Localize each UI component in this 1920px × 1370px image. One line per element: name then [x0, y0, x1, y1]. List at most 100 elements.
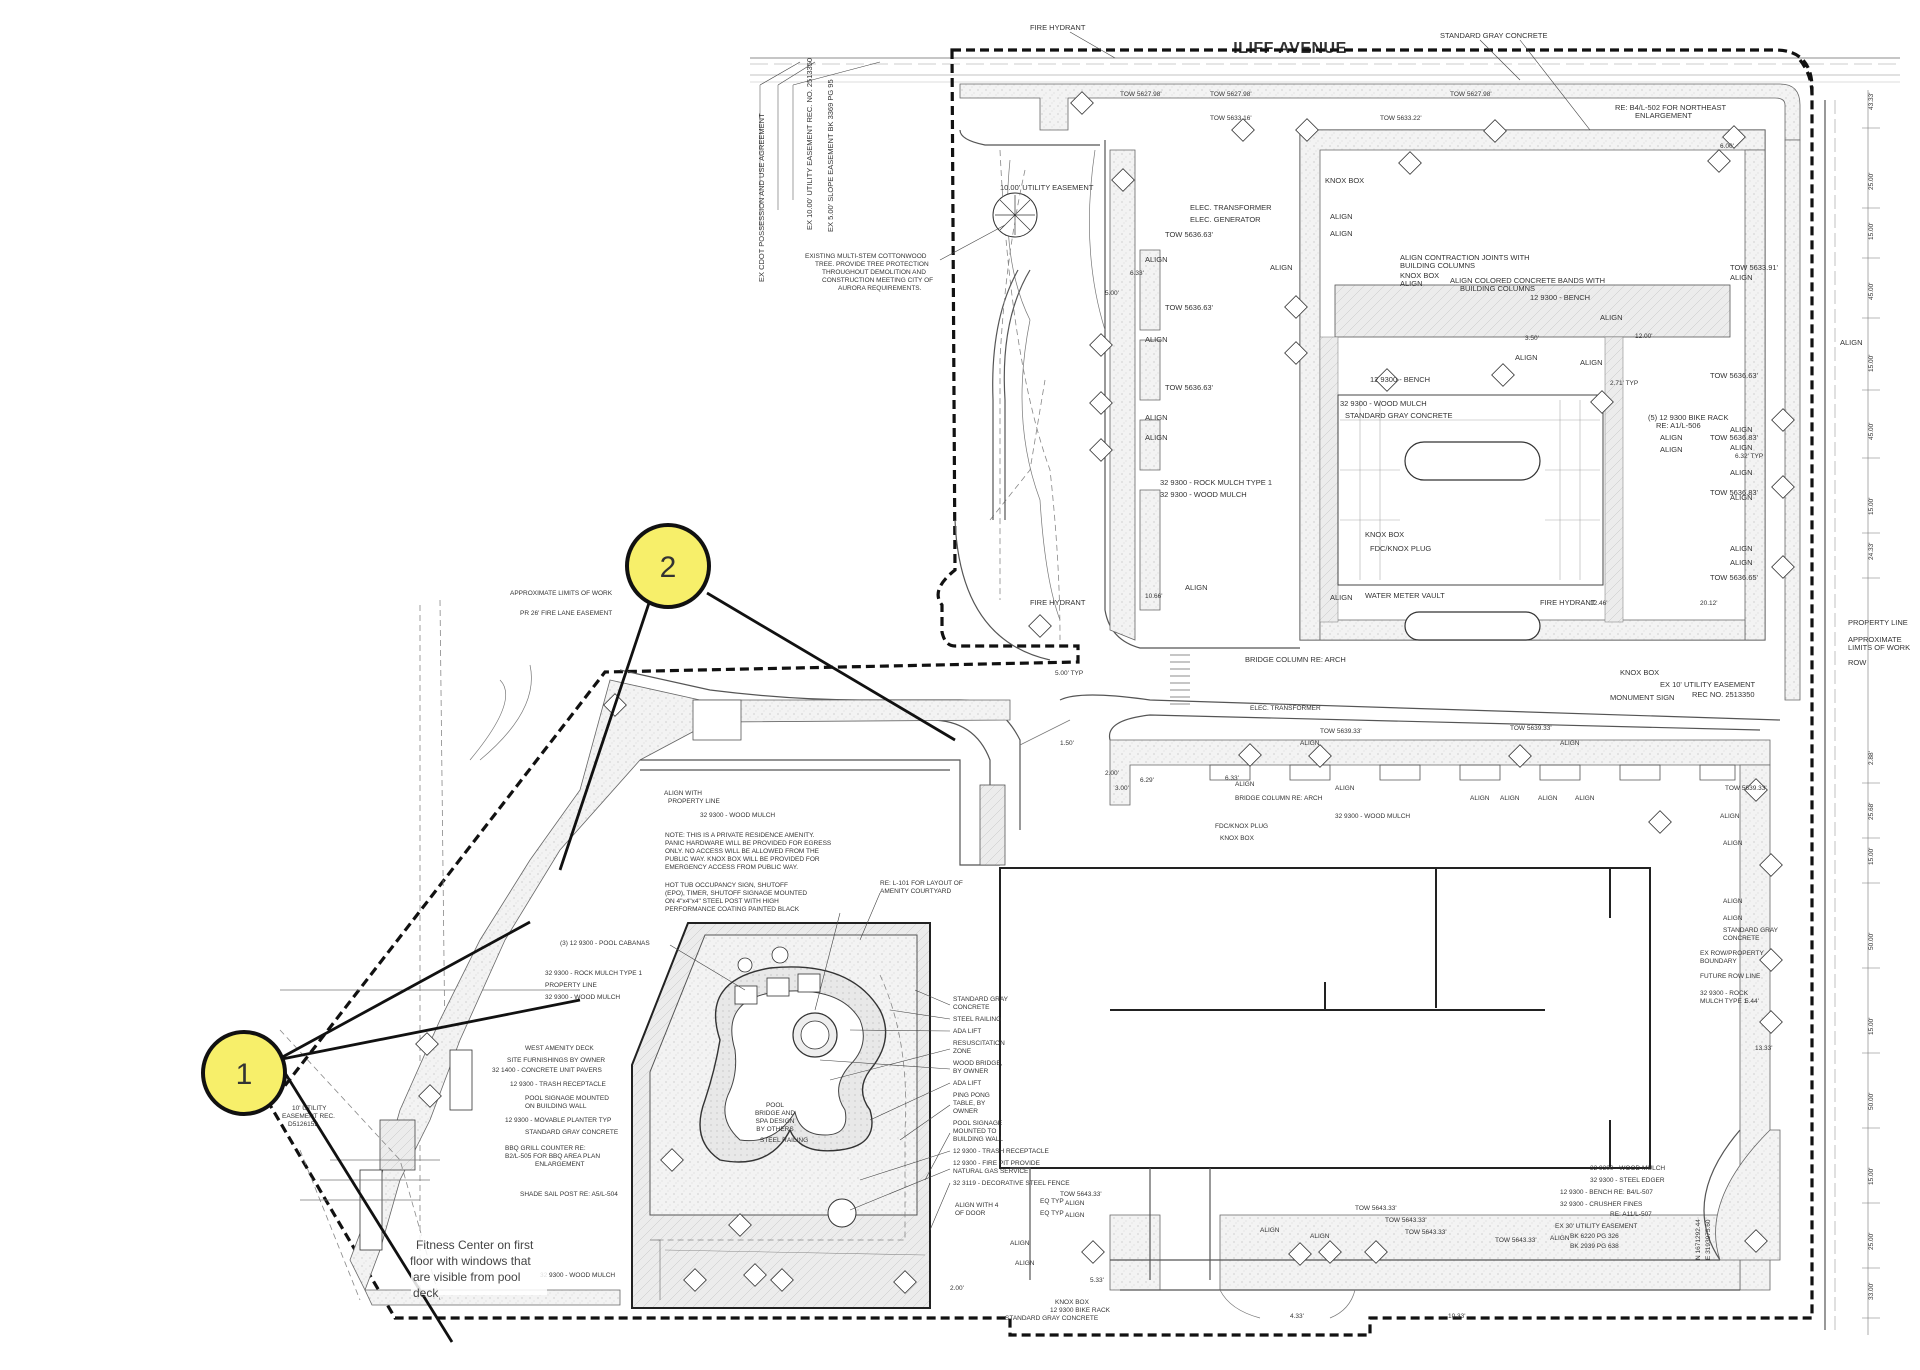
label-bk-2939: BK 2939 PG 638 — [1570, 1243, 1619, 1250]
label-bike-rack-2: RE: A1/L-506 — [1656, 421, 1701, 430]
svg-text:PUBLIC WAY. KNOX BOX WILL BE P: PUBLIC WAY. KNOX BOX WILL BE PROVIDED FO… — [665, 856, 820, 863]
label-tow-5636-e3: TOW 5636.83' — [1710, 488, 1759, 497]
misc-dimensions: 6.00' 6.33' 5.00' 2.71' TYP 12.46' 20.12… — [950, 143, 1773, 1320]
label-align-door-1: ALIGN WITH 4 — [955, 1202, 999, 1209]
label-align-e4: ALIGN — [1730, 468, 1753, 477]
right-dimension-label: 50.00' — [1868, 932, 1875, 950]
label-bench-n1: 12 9300 - BENCH — [1530, 293, 1590, 302]
label-wood-mulch-n: 32 9300 - WOOD MULCH — [1160, 490, 1247, 499]
label-concrete-pavers: 32 1400 - CONCRETE UNIT PAVERS — [492, 1067, 602, 1074]
label-align-door-2: OF DOOR — [955, 1210, 986, 1217]
callout-1[interactable]: 1 — [201, 1030, 287, 1116]
svg-text:ADA LIFT: ADA LIFT — [953, 1028, 981, 1035]
svg-text:32 3119 - DECORATIVE STEEL FEN: 32 3119 - DECORATIVE STEEL FENCE — [953, 1180, 1070, 1187]
dim-misc-18: 6.29' — [1140, 777, 1154, 784]
svg-text:SPA DESIGN: SPA DESIGN — [756, 1118, 795, 1125]
label-tow-2: TOW 5627.98' — [1210, 91, 1252, 98]
label-eq-typ-2: EQ TYP — [1040, 1210, 1064, 1217]
label-knox-box-c: KNOX BOX — [1400, 271, 1439, 280]
label-std-gray-e2: CONCRETE — [1723, 935, 1760, 942]
west-notes: APPROXIMATE LIMITS OF WORK PR 26' FIRE L… — [282, 590, 963, 1279]
svg-text:HOT TUB OCCUPANCY SIGN, SHUTOF: HOT TUB OCCUPANCY SIGN, SHUTOFF — [665, 882, 788, 889]
label-fire-lane: PR 26' FIRE LANE EASEMENT — [520, 610, 612, 617]
label-std-gray-concrete-top: STANDARD GRAY CONCRETE — [1440, 31, 1548, 40]
label-approx-limits-w: APPROXIMATE LIMITS OF WORK — [510, 590, 613, 597]
label-bk-6220: BK 6220 PG 326 — [1570, 1233, 1619, 1240]
label-align-contraction: ALIGN CONTRACTION JOINTS WITH — [1400, 253, 1530, 262]
label-align-c6: ALIGN — [1580, 358, 1603, 367]
label-utility-ease-w3: D5126152 — [288, 1121, 318, 1128]
label-utility-easement-10: 10.00' UTILITY EASEMENT — [1000, 183, 1094, 192]
label-std-gray-w: STANDARD GRAY CONCRETE — [525, 1129, 619, 1136]
iliff-avenue: ILIFF AVENUE — [750, 40, 1900, 83]
label-tow-5639-s2: TOW 5639.33' — [1510, 725, 1552, 732]
label-bbq-1: BBQ GRILL COUNTER RE: — [505, 1145, 586, 1152]
right-dimension-label: 15.00' — [1868, 1017, 1875, 1035]
label-align-s10: ALIGN — [1723, 840, 1743, 847]
label-re-a11: RE: A11/L-507 — [1610, 1211, 1652, 1218]
label-fire-hydrant-n: FIRE HYDRANT — [1030, 598, 1086, 607]
label-align-n2: ALIGN — [1145, 335, 1168, 344]
label-align-s1: ALIGN — [1300, 740, 1320, 747]
label-align-e1: ALIGN — [1840, 338, 1863, 347]
fitness-center-note: Fitness Center on first floor with windo… — [410, 1233, 547, 1300]
svg-text:PERFORMANCE COATING PAINTED BL: PERFORMANCE COATING PAINTED BLACK — [665, 906, 800, 913]
north-center-notes: ALIGN ALIGN ALIGN ALIGN CONTRACTION JOIN… — [1270, 212, 1728, 607]
callout-1-number: 1 — [236, 1058, 253, 1091]
dim-misc-16: 2.00' — [1105, 770, 1119, 777]
label-pool-cabanas: (3) 12 9300 - POOL CABANAS — [560, 940, 650, 947]
label-elec-transformer-n: ELEC. TRANSFORMER — [1190, 203, 1272, 212]
label-rock-mulch-n: 32 9300 - ROCK MULCH TYPE 1 — [1160, 478, 1272, 487]
svg-text:CONSTRUCTION MEETING CITY OF: CONSTRUCTION MEETING CITY OF — [822, 277, 933, 284]
private-residence-note: NOTE: THIS IS A PRIVATE RESIDENCE AMENIT… — [665, 832, 832, 871]
dim-misc-6: 6.32' TYP — [1735, 453, 1763, 460]
dim-misc-14: 10.33' — [1448, 1313, 1466, 1320]
label-tow-5: TOW 5633.16' — [1210, 115, 1252, 122]
label-re-l101-1: RE: L-101 FOR LAYOUT OF — [880, 880, 963, 887]
label-wood-mulch-se: 32 9300 - WOOD MULCH — [1590, 1165, 1665, 1172]
label-align-e7: ALIGN — [1730, 558, 1753, 567]
label-tow-5643-s2: TOW 5643.33' — [1355, 1205, 1397, 1212]
label-align-e6: ALIGN — [1730, 544, 1753, 553]
top-notes: FIRE HYDRANT STANDARD GRAY CONCRETE RE: … — [1030, 23, 1727, 131]
callout-leaders — [275, 591, 956, 1343]
label-align-n1: ALIGN — [1145, 255, 1168, 264]
svg-text:ONLY. NO ACCESS WILL BE ALLOWE: ONLY. NO ACCESS WILL BE ALLOWED FROM THE — [665, 848, 820, 855]
label-align-s14: ALIGN — [1310, 1233, 1330, 1240]
label-steel-edger: 32 9300 - STEEL EDGER — [1590, 1177, 1665, 1184]
existing-cottonwood-tree-icon — [992, 192, 1038, 238]
dim-misc-1: 6.33' — [1130, 270, 1144, 277]
label-align-c10: ALIGN — [1600, 313, 1623, 322]
svg-text:(EPO), TIMER, SHUTOFF SIGNAGE: (EPO), TIMER, SHUTOFF SIGNAGE MOUNTED — [665, 890, 807, 897]
svg-text:BRIDGE AND: BRIDGE AND — [755, 1110, 795, 1117]
dim-misc-20: 3.00' — [1115, 785, 1129, 792]
svg-text:STANDARD GRAY: STANDARD GRAY — [953, 996, 1009, 1003]
label-wood-mulch-c: 32 9300 - WOOD MULCH — [1340, 399, 1427, 408]
label-e-coord: E 3193975.60 — [1705, 1219, 1712, 1260]
label-fdc-knox-s: FDC/KNOX PLUG — [1215, 823, 1268, 830]
label-re-l101-2: AMENITY COURTYARD — [880, 888, 951, 895]
label-tow-5633-91: TOW 5633.91' — [1730, 263, 1779, 272]
label-rock-mulch-w: 32 9300 - ROCK MULCH TYPE 1 — [545, 970, 642, 977]
label-bridge-column-n: BRIDGE COLUMN RE: ARCH — [1245, 655, 1346, 664]
label-knox-box-e: KNOX BOX — [1620, 668, 1659, 677]
callout-2[interactable]: 2 — [625, 523, 711, 609]
dim-misc-13: 4.33' — [1290, 1313, 1304, 1320]
svg-text:TREE. PROVIDE TREE PROTECTION: TREE. PROVIDE TREE PROTECTION — [815, 261, 929, 268]
dim-misc-9: 10.66' — [1145, 593, 1163, 600]
dim-misc-19: 2.00' — [950, 1285, 964, 1292]
label-align-c8: ALIGN — [1660, 433, 1683, 442]
tree-note: EXISTING MULTI-STEM COTTONWOOD TREE. PRO… — [805, 253, 933, 292]
label-bike-rack-s: 12 9300 BIKE RACK — [1050, 1307, 1111, 1314]
svg-text:WOOD BRIDGE,: WOOD BRIDGE, — [953, 1060, 1003, 1067]
dim-misc-15: 6.33' — [1225, 775, 1239, 782]
label-movable-planter: 12 9300 - MOVABLE PLANTER TYP — [505, 1117, 611, 1124]
label-align-c2: ALIGN — [1330, 229, 1353, 238]
label-re-b4-2: ENLARGEMENT — [1635, 111, 1693, 120]
svg-text:AURORA REQUIREMENTS.: AURORA REQUIREMENTS. — [838, 285, 922, 292]
label-pool-signage-w1: POOL SIGNAGE MOUNTED — [525, 1095, 609, 1102]
label-tow-5643-s3: TOW 5643.33' — [1385, 1217, 1427, 1224]
dim-misc-0: 6.00' — [1720, 143, 1734, 150]
label-monument-sign: MONUMENT SIGN — [1610, 693, 1674, 702]
right-dimension-label: 2.88' — [1868, 751, 1875, 765]
